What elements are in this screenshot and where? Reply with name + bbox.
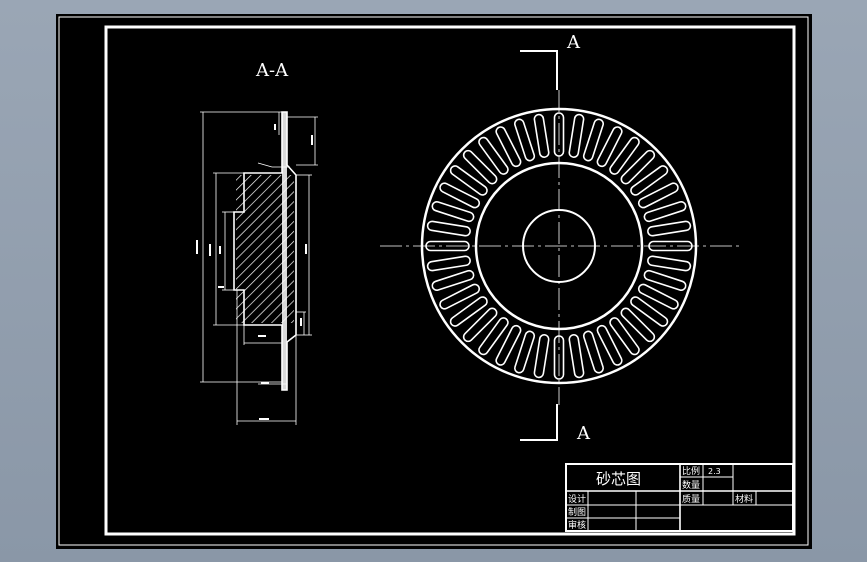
radial-slot [426,255,471,272]
radial-slot [648,240,693,252]
front-view: A A [380,32,742,444]
cut-label-top: A [566,32,581,53]
radial-slot [553,112,565,157]
section-label: A-A [255,60,289,81]
scale-label: 比例 [682,465,700,477]
radial-slot [582,118,605,162]
radial-slot [582,330,605,374]
radial-slot [609,136,640,175]
designer-label: 设计 [568,493,586,505]
scale-value: 2.3 [708,467,721,476]
radial-slot [596,126,623,168]
radial-slot [426,220,471,237]
radial-slot [513,330,536,374]
weight-label: 质量 [682,493,700,505]
radial-slot [568,113,585,158]
radial-slot [647,220,692,237]
radial-slots [425,112,693,380]
radial-slot [478,317,509,356]
radial-slot [620,149,656,185]
radial-slot [533,334,550,379]
radial-slot [495,126,522,168]
quantity-label: 数量 [682,479,700,491]
material-label: 材料 [735,493,753,505]
radial-slot [553,335,565,380]
radial-slot [630,296,669,327]
radial-slot [533,113,550,158]
drawing-frame [104,25,796,536]
title-block: 砂芯图 比例 2.3 数量 质量 材料 设计 制图 审核 [565,463,794,532]
radial-slot [637,283,679,310]
radial-slot [478,136,509,175]
radial-slot [425,240,470,252]
radial-slot [568,334,585,379]
cut-label-bottom: A [576,423,591,444]
dimension-lines [200,111,318,425]
radial-slot [495,324,522,366]
radial-slot [637,182,679,209]
radial-slot [431,200,475,223]
radial-slot [620,307,656,343]
radial-slot [462,149,498,185]
outer-ring [420,107,698,385]
section-view-a-a: A-A [196,60,318,425]
radial-slot [643,200,687,223]
radial-slot [439,182,481,209]
radial-slot [513,118,536,162]
radial-slot [609,317,640,356]
radial-slot [449,165,488,196]
radial-slot [449,296,488,327]
radial-slot [643,269,687,292]
radial-slot [431,269,475,292]
radial-slot [439,283,481,310]
radial-slot [647,255,692,272]
cutting-plane-markers [520,50,558,441]
sheet-outer-border [58,16,809,546]
reviewer-label: 审核 [568,519,586,531]
radial-slot [462,307,498,343]
radial-slot [630,165,669,196]
radial-slot [596,324,623,366]
title-block-title: 砂芯图 [596,470,641,488]
drafter-label: 制图 [568,506,586,518]
inner-ring [474,161,644,331]
dimension-marks [196,124,313,420]
bore-circle [522,209,596,283]
